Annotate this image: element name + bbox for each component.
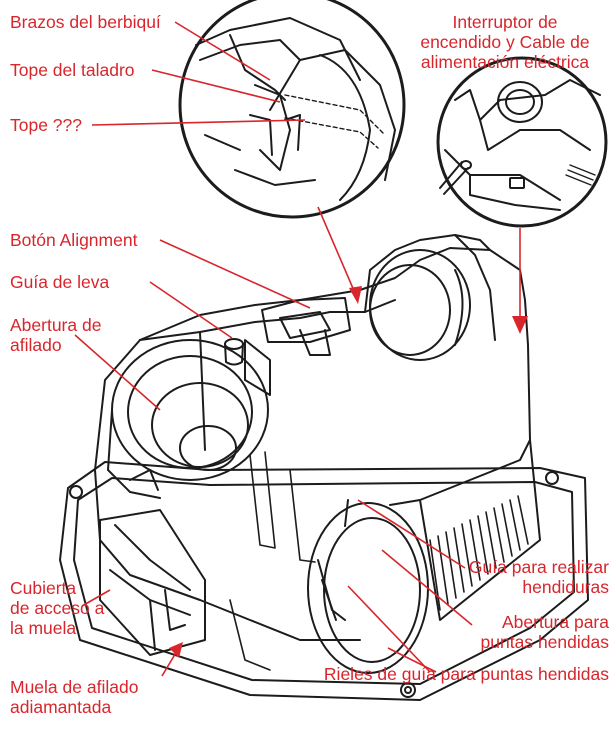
leader-abertura-afilado [74,334,161,411]
access-cover [99,509,206,656]
label-abertura-afilado-line2: afilado [10,335,62,355]
label-cubierta-line2: de acceso a [10,598,105,618]
leader-tope-desconocido [91,119,306,126]
sharpening-port [107,339,269,499]
label-guia-hendiduras-line1: Guía para realizar [468,557,609,577]
label-abertura-afilado: Abertura de afilado [10,315,101,355]
label-cubierta: Cubierta de acceso a la muela [10,578,104,638]
label-cubierta-line3: la muela [10,618,77,638]
housing-ribs [229,451,316,671]
label-rieles: Rieles de guía para puntas hendidas [323,664,609,684]
label-guia-hendiduras-line2: hendiduras [522,577,609,597]
arrowhead-detail-circle [349,286,362,304]
alignment-slot [244,297,351,396]
label-cubierta-line1: Cubierta [10,578,77,598]
leader-boton-alignment [159,239,311,309]
leader-lines [74,21,521,677]
arrowhead-power [512,316,528,334]
arrowheads [169,286,528,658]
split-point-port [307,499,429,674]
label-interruptor-line2: encendido y Cable de [420,32,590,52]
leader-tope-taladro [151,69,281,103]
label-muela: Muela de afilado adiamantada [10,677,138,717]
leader-abertura-hendidas [381,549,473,626]
leader-brazos [174,21,271,81]
vent-grill [429,495,529,611]
label-tope-taladro: Tope del taladro [10,60,135,80]
label-guia-leva: Guía de leva [10,272,110,292]
leader-rieles-a [347,585,431,673]
label-abertura-hendidas-line1: Abertura para [501,612,609,632]
leader-cubierta [81,589,111,607]
detail-circle-power [436,56,608,228]
detail-circle-chuck [178,0,406,219]
label-guia-hendiduras: Guía para realizar hendiduras [469,557,609,597]
label-interruptor-line1: Interruptor de [452,12,558,32]
label-abertura-hendidas-line2: puntas hendidas [480,632,609,652]
leader-rieles-b [387,647,437,673]
arrowhead-muela [169,642,183,658]
leader-guia-hendiduras [357,499,466,569]
label-muela-line1: Muela de afilado [10,677,139,697]
label-interruptor-line3: alimentación eléctrica [420,52,590,72]
leader-guia-leva [149,281,233,339]
label-abertura-afilado-line1: Abertura de [10,315,102,335]
grinding-wheel-top [369,249,471,361]
label-boton-alignment: Botón Alignment [10,230,138,250]
label-abertura-hendidas: Abertura para puntas hendidas [481,612,609,652]
leader-detail-circle [317,206,359,301]
label-brazos-berbiqui: Brazos del berbiquí [10,12,161,32]
label-tope-desconocido: Tope ??? [10,115,83,135]
cam-guide [224,338,244,366]
label-interruptor: Interruptor de encendido y Cable de alim… [400,12,610,72]
label-muela-line2: adiamantada [10,697,112,717]
